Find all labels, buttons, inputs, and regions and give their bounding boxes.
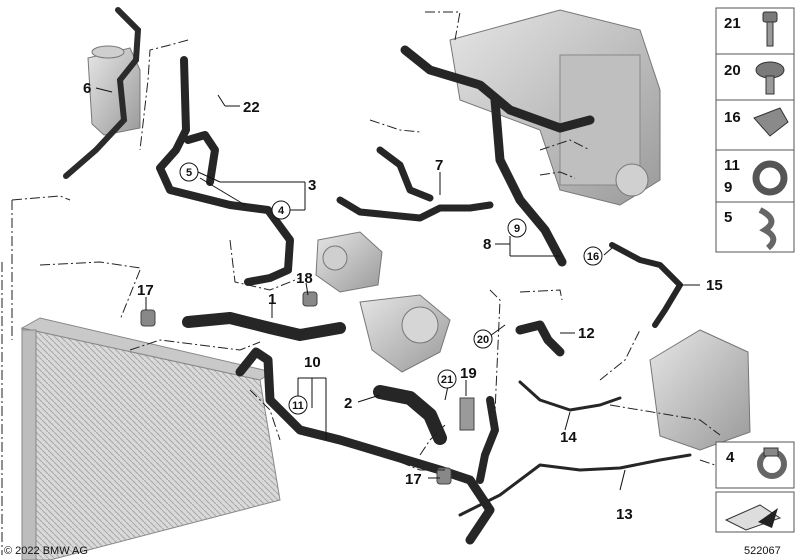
callout-17-upper: 17 [137,282,154,299]
callout-15: 15 [706,277,723,294]
grommet-17-lower [436,467,452,485]
tank-hose [63,7,142,179]
callout-19: 19 [460,365,477,382]
svg-text:21: 21 [441,374,453,386]
nut-icon [755,61,785,95]
radiator [20,317,281,560]
callout-6: 6 [83,80,91,97]
clamp-18 [302,291,318,307]
callout-18: 18 [296,270,313,287]
svg-text:9: 9 [514,223,520,235]
circled-callout-21: 21 [437,369,457,389]
intercooler-turbo-assembly [449,9,661,206]
callout-7: 7 [435,157,443,174]
circled-callouts: 5 4 9 16 20 11 21 [179,162,603,415]
svg-text:5: 5 [186,167,192,179]
panel-label-9: 9 [724,179,732,196]
callout-14: 14 [560,429,577,446]
callout-labels: 6 22 3 7 8 17 18 1 10 2 19 12 15 14 13 1… [83,80,723,523]
callout-22: 22 [243,99,260,116]
circled-callout-20: 20 [473,329,493,349]
spring-clip-icon [758,207,777,251]
clamp-4-panel: 4 [715,441,795,489]
svg-text:16: 16 [587,251,599,263]
callout-2: 2 [344,395,352,412]
svg-text:11: 11 [292,400,304,412]
callout-3: 3 [308,177,316,194]
circled-callout-5: 5 [179,162,199,182]
hose-clamp-icon [752,160,788,196]
panel-label-4: 4 [726,449,735,466]
water-pump [315,231,383,293]
copyright-text: © 2022 BMW AG [4,545,88,557]
panel-label-20: 20 [724,62,741,79]
callout-1: 1 [268,291,276,308]
leader-lines [95,87,700,491]
parts-legend-panel: 21 20 16 11 9 5 [715,7,795,253]
callout-13: 13 [616,506,633,523]
circled-callout-16: 16 [583,246,603,266]
circled-callout-4: 4 [271,200,291,220]
svg-text:4: 4 [278,205,285,217]
grommet-17-upper [140,309,156,327]
panel-label-16: 16 [724,109,741,126]
panel-label-21: 21 [724,15,741,32]
panel-label-11: 11 [724,157,740,174]
bolt-icon [762,11,778,47]
hoses [156,45,692,545]
circled-callout-9: 9 [507,218,527,238]
auxiliary-tank [649,329,751,451]
thermostat-housing [359,294,451,373]
circled-callout-11: 11 [288,395,308,415]
guide-lines [1,11,731,555]
callout-17-lower: 17 [405,471,422,488]
band-clamp-icon [757,447,787,479]
callout-10: 10 [304,354,321,371]
arrow-symbol-panel [715,491,795,533]
expansion-tank [87,45,141,136]
diagram-number: 522067 [744,545,781,557]
bracket-19 [459,397,475,431]
panel-label-5: 5 [724,209,732,226]
clip-icon [753,107,789,137]
callout-8: 8 [483,236,491,253]
callout-12: 12 [578,325,595,342]
svg-text:20: 20 [477,334,489,346]
